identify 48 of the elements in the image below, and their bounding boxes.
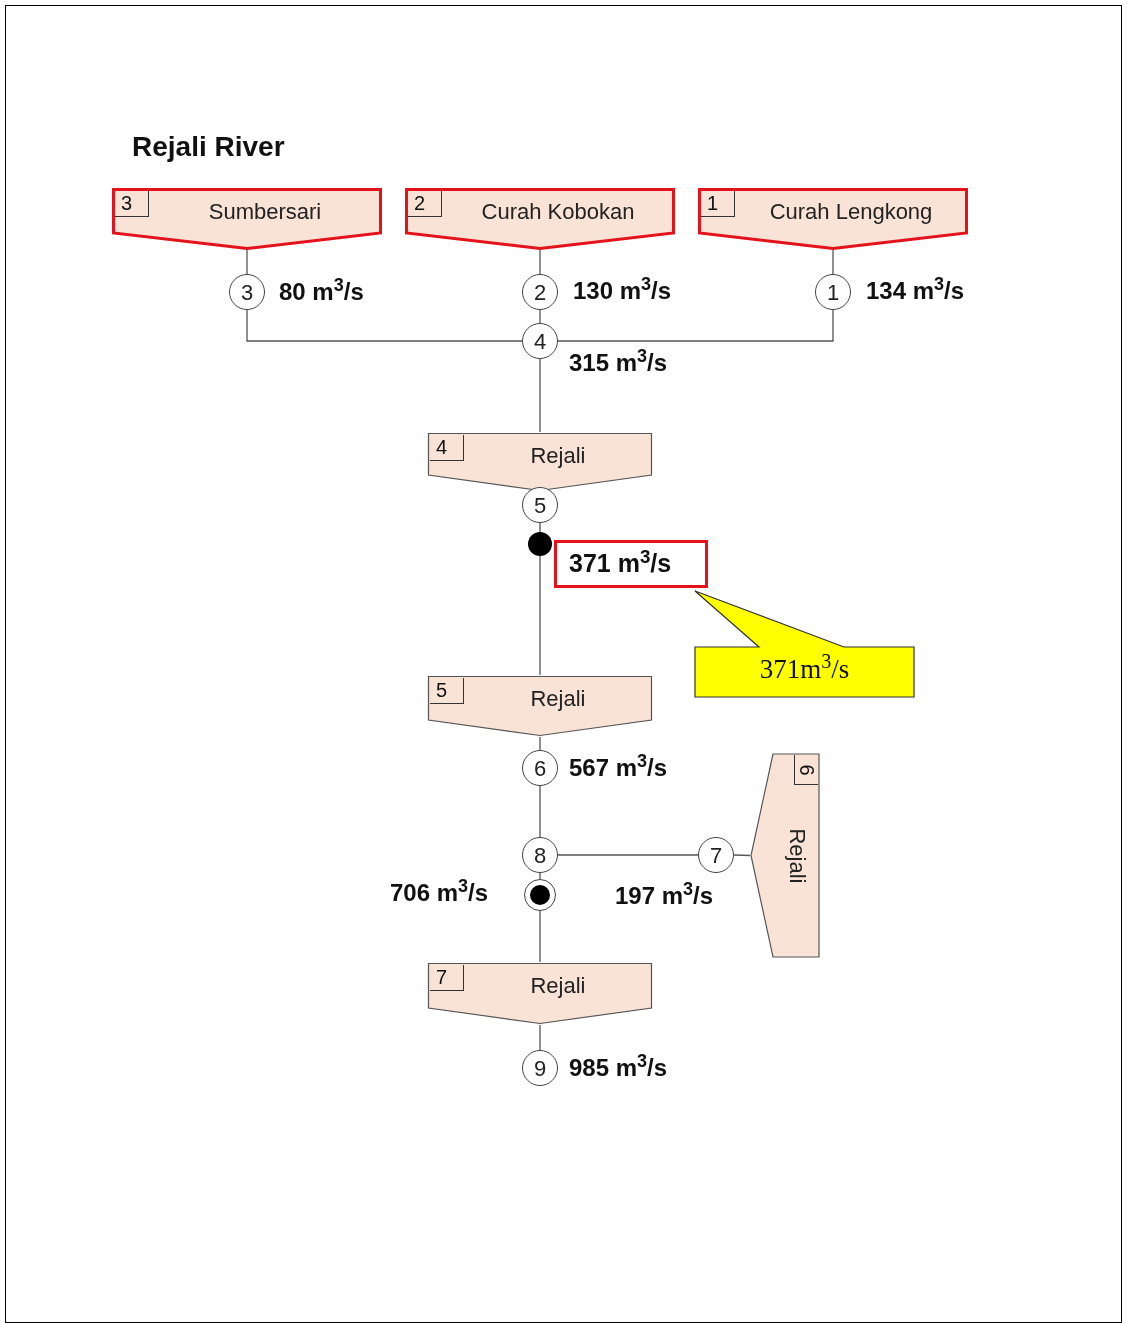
sub-basin-block [427, 432, 653, 492]
block-number: 6 [794, 755, 818, 785]
sub-basin-block [698, 188, 968, 250]
block-name: Rejali [529, 972, 587, 1000]
block-number: 4 [430, 435, 464, 461]
block-name: Rejali [529, 685, 587, 713]
discharge-value: 80 m$^{3}$/s [279, 278, 364, 306]
block-number: 5 [430, 678, 464, 704]
river-line [539, 736, 541, 751]
block-number: 3 [115, 191, 149, 217]
river-line [557, 309, 834, 342]
discharge-value: 567 m$^{3}$/s [569, 754, 668, 782]
discharge-value: 985 m$^{3}$/s [569, 1054, 668, 1082]
river-line [539, 555, 541, 676]
block-name: Rejali [784, 827, 811, 885]
river-line [539, 522, 541, 533]
block-name: Curah Kobokan [480, 198, 636, 226]
river-line [557, 854, 699, 856]
block-number: 2 [408, 191, 442, 217]
discharge-value: 130 m$^{3}$/s [573, 277, 672, 305]
discharge-value: 134 m$^{3}$/s [866, 277, 965, 305]
river-line [246, 309, 523, 342]
river-line [539, 910, 541, 963]
sub-basin-block [750, 753, 820, 958]
river-line [539, 309, 541, 324]
river-line [539, 1024, 541, 1051]
river-line [246, 249, 248, 275]
block-number: 7 [430, 965, 464, 991]
sub-basin-block [427, 675, 653, 737]
block-name: Curah Lengkong [768, 198, 934, 226]
river-line [539, 249, 541, 275]
sub-basin-block [405, 188, 675, 250]
diagram-title: Rejali River [132, 130, 285, 164]
discharge-value: 315 m$^{3}$/s [569, 349, 668, 377]
sub-basin-block [427, 962, 653, 1025]
block-number: 1 [701, 191, 735, 217]
block-name: Sumbersari [207, 198, 323, 226]
river-line [539, 872, 541, 880]
river-line [539, 785, 541, 838]
sub-basin-block [112, 188, 382, 250]
block-name: Rejali [529, 442, 587, 470]
river-line [733, 854, 751, 857]
callout-bubble: 371m$^{3}$/s [694, 590, 915, 698]
discharge-value: 706 m$^{3}$/s [390, 879, 489, 907]
river-line [832, 249, 834, 275]
highlight-box: 371 m$^{3}$/s [554, 540, 708, 588]
river-line [539, 358, 541, 433]
discharge-value: 197 m$^{3}$/s [615, 882, 714, 910]
